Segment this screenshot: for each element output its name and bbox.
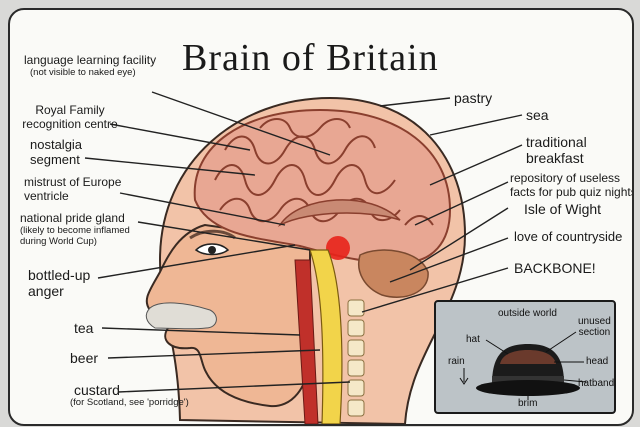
hat-inset: outside world hat unused section head ra… bbox=[434, 300, 616, 414]
inset-label-unused-section: unused section bbox=[578, 316, 611, 338]
label-repository-useless-facts: repository of useless facts for pub quiz… bbox=[510, 171, 634, 199]
inset-label-brim: brim bbox=[518, 398, 538, 409]
label-bottled-up-anger: bottled-up anger bbox=[28, 267, 91, 300]
corpus-callosum bbox=[277, 199, 401, 227]
brain-stem bbox=[309, 249, 343, 424]
hat-illustration bbox=[459, 331, 587, 400]
brain bbox=[193, 108, 452, 264]
label-tea: tea bbox=[74, 320, 94, 336]
moustache bbox=[145, 302, 217, 330]
label-beer: beer bbox=[70, 350, 99, 366]
highlight-gland bbox=[326, 236, 350, 260]
label-royal-family: Royal Family recognition centre bbox=[22, 103, 118, 131]
head-section bbox=[500, 350, 556, 364]
inset-label-hat: hat bbox=[466, 334, 480, 345]
label-mistrust-of-europe: mistrust of Europe ventricle bbox=[24, 175, 122, 203]
inset-label-hatband: hatband bbox=[578, 378, 615, 389]
label-traditional-breakfast: traditional breakfast bbox=[526, 134, 587, 167]
label-backbone: BACKBONE! bbox=[514, 260, 596, 276]
cerebellum bbox=[358, 249, 429, 298]
label-custard: custard (for Scotland, see 'porridge') bbox=[70, 382, 189, 409]
diagram-card: Brain of Britain language learning facil… bbox=[8, 8, 634, 426]
page-title: Brain of Britain bbox=[182, 37, 439, 79]
face bbox=[145, 223, 311, 408]
label-isle-of-wight: Isle of Wight bbox=[524, 201, 602, 217]
label-national-pride-gland: national pride gland (likely to become i… bbox=[20, 211, 130, 247]
label-sea: sea bbox=[526, 107, 549, 123]
inset-label-rain: rain bbox=[448, 356, 465, 367]
spine bbox=[347, 299, 365, 417]
label-nostalgia-segment: nostalgia segment bbox=[30, 137, 83, 167]
leader-lines bbox=[84, 91, 523, 393]
label-pastry: pastry bbox=[454, 90, 493, 106]
label-love-of-countryside: love of countryside bbox=[514, 229, 623, 244]
inset-label-head: head bbox=[586, 356, 609, 367]
inset-title: outside world bbox=[498, 308, 557, 319]
label-language-learning-facility: language learning facility (not visible … bbox=[24, 53, 157, 78]
hat-brim bbox=[476, 380, 580, 396]
head-illustration bbox=[84, 91, 523, 424]
